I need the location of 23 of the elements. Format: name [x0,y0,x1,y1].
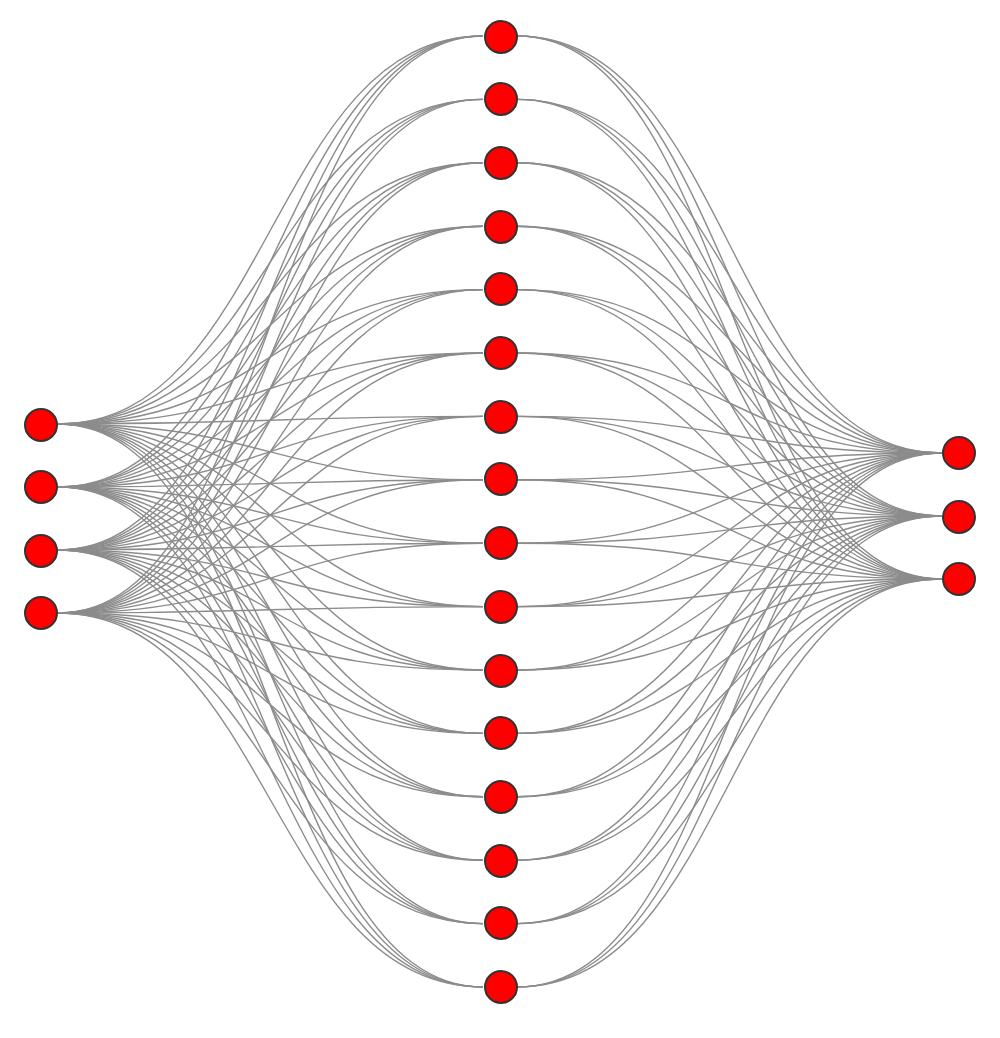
node-circle [483,526,517,561]
node-circle [483,843,517,878]
node-circle [483,779,517,814]
node-circle [24,470,58,504]
node-circle [483,970,517,1004]
node-circle [483,653,517,687]
node-circle [483,399,517,434]
node-circle [483,272,517,307]
node-circle [483,336,517,370]
node-circle [942,499,976,533]
node-circle [24,407,58,441]
node-circle [483,906,517,941]
node-circle [483,145,517,180]
node-circle [483,209,517,244]
node-circle [942,436,976,470]
node-circle [483,589,517,624]
node-circle [483,462,517,497]
node-circle [483,716,517,751]
node-circle [942,562,976,596]
node-circle [483,19,517,53]
node-circle [483,82,517,117]
node-circle [24,533,58,567]
node-circle [24,596,58,630]
